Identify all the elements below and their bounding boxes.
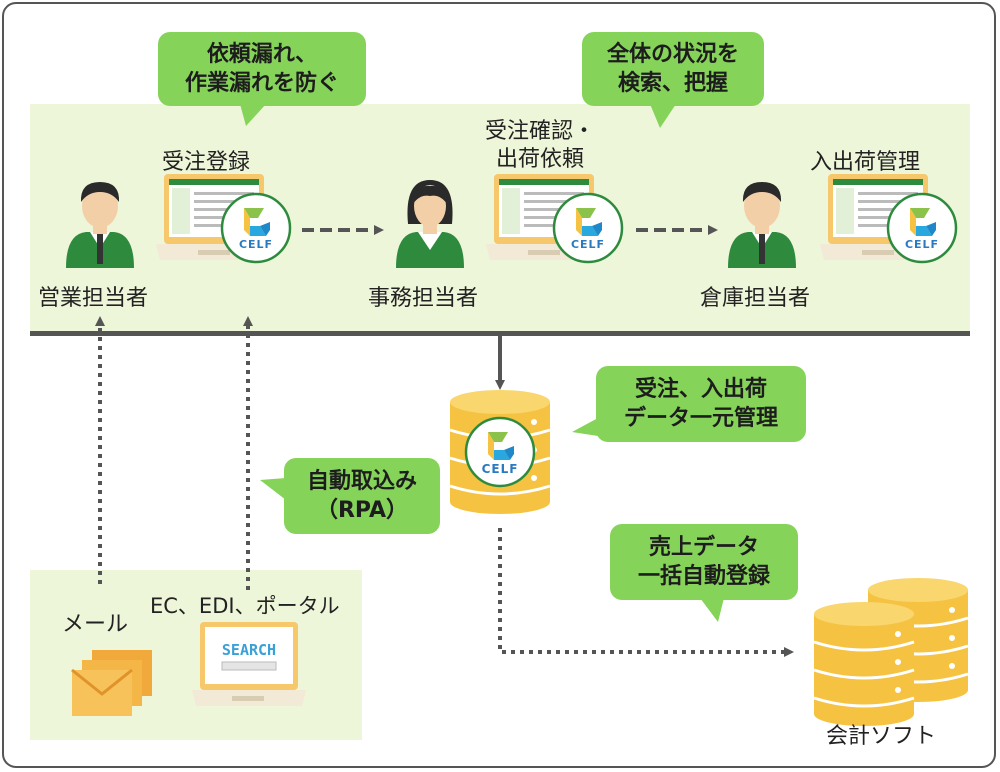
warehouse-person-icon	[728, 182, 796, 268]
bubble-tail	[260, 478, 286, 500]
bubble-line: 売上データ	[648, 535, 759, 560]
bubble-line: （RPA）	[315, 498, 409, 523]
bubble-line: 検索、把握	[617, 71, 728, 96]
bubble-tail	[240, 104, 266, 126]
task-line: 出荷依頼	[495, 147, 584, 172]
role-office: 事務担当者	[368, 286, 479, 311]
celf-brand-label: CELF	[570, 238, 606, 251]
bubble-tail	[572, 418, 598, 436]
bubble-line: 依頼漏れ、	[206, 42, 318, 67]
celf-brand-label: CELF	[481, 462, 519, 476]
system-divider-line	[30, 331, 970, 336]
celf-logo-icon	[220, 192, 292, 264]
task-order-confirm: 受注確認・ 出荷依頼	[470, 118, 610, 174]
bubble-line: データ一元管理	[623, 406, 778, 431]
portal-laptop-icon	[192, 622, 306, 706]
bubble-search-status: 全体の状況を 検索、把握	[582, 32, 764, 106]
accounting-database-icon	[812, 600, 916, 728]
mail-icon	[71, 650, 152, 716]
celf-brand-label: CELF	[904, 238, 940, 251]
task-shipping-mgmt: 入出荷管理	[810, 150, 921, 175]
bubble-line: 自動取込み	[306, 469, 417, 494]
bubble-line: 受注、入出荷	[634, 377, 767, 402]
source-mail-label: メール	[62, 612, 129, 637]
celf-brand-label: CELF	[238, 238, 274, 251]
bubble-centralized-data: 受注、入出荷 データ一元管理	[596, 366, 806, 442]
office-person-icon	[396, 180, 464, 268]
role-sales: 営業担当者	[38, 286, 149, 311]
source-portal-label: EC、EDI、ポータル	[150, 594, 340, 618]
search-word: SEARCH	[222, 641, 276, 659]
accounting-software-label: 会計ソフト	[826, 724, 937, 749]
task-line: 受注確認・	[484, 119, 595, 144]
task-order-entry: 受注登録	[162, 150, 251, 175]
role-warehouse: 倉庫担当者	[700, 286, 811, 311]
bubble-tail	[650, 104, 676, 128]
celf-logo-icon	[886, 192, 958, 264]
sales-person-icon	[66, 182, 134, 268]
bubble-line: 一括自動登録	[637, 564, 770, 589]
accounting-arrow	[498, 528, 794, 657]
bubble-line: 全体の状況を	[606, 42, 739, 67]
bubble-line: 作業漏れを防ぐ	[184, 71, 339, 96]
celf-logo-icon	[552, 192, 624, 264]
bubble-auto-sales-register: 売上データ 一括自動登録	[610, 524, 798, 600]
bubble-prevent-omission: 依頼漏れ、 作業漏れを防ぐ	[158, 32, 366, 106]
bubble-tail	[700, 598, 724, 622]
bubble-auto-import: 自動取込み （RPA）	[284, 458, 440, 534]
